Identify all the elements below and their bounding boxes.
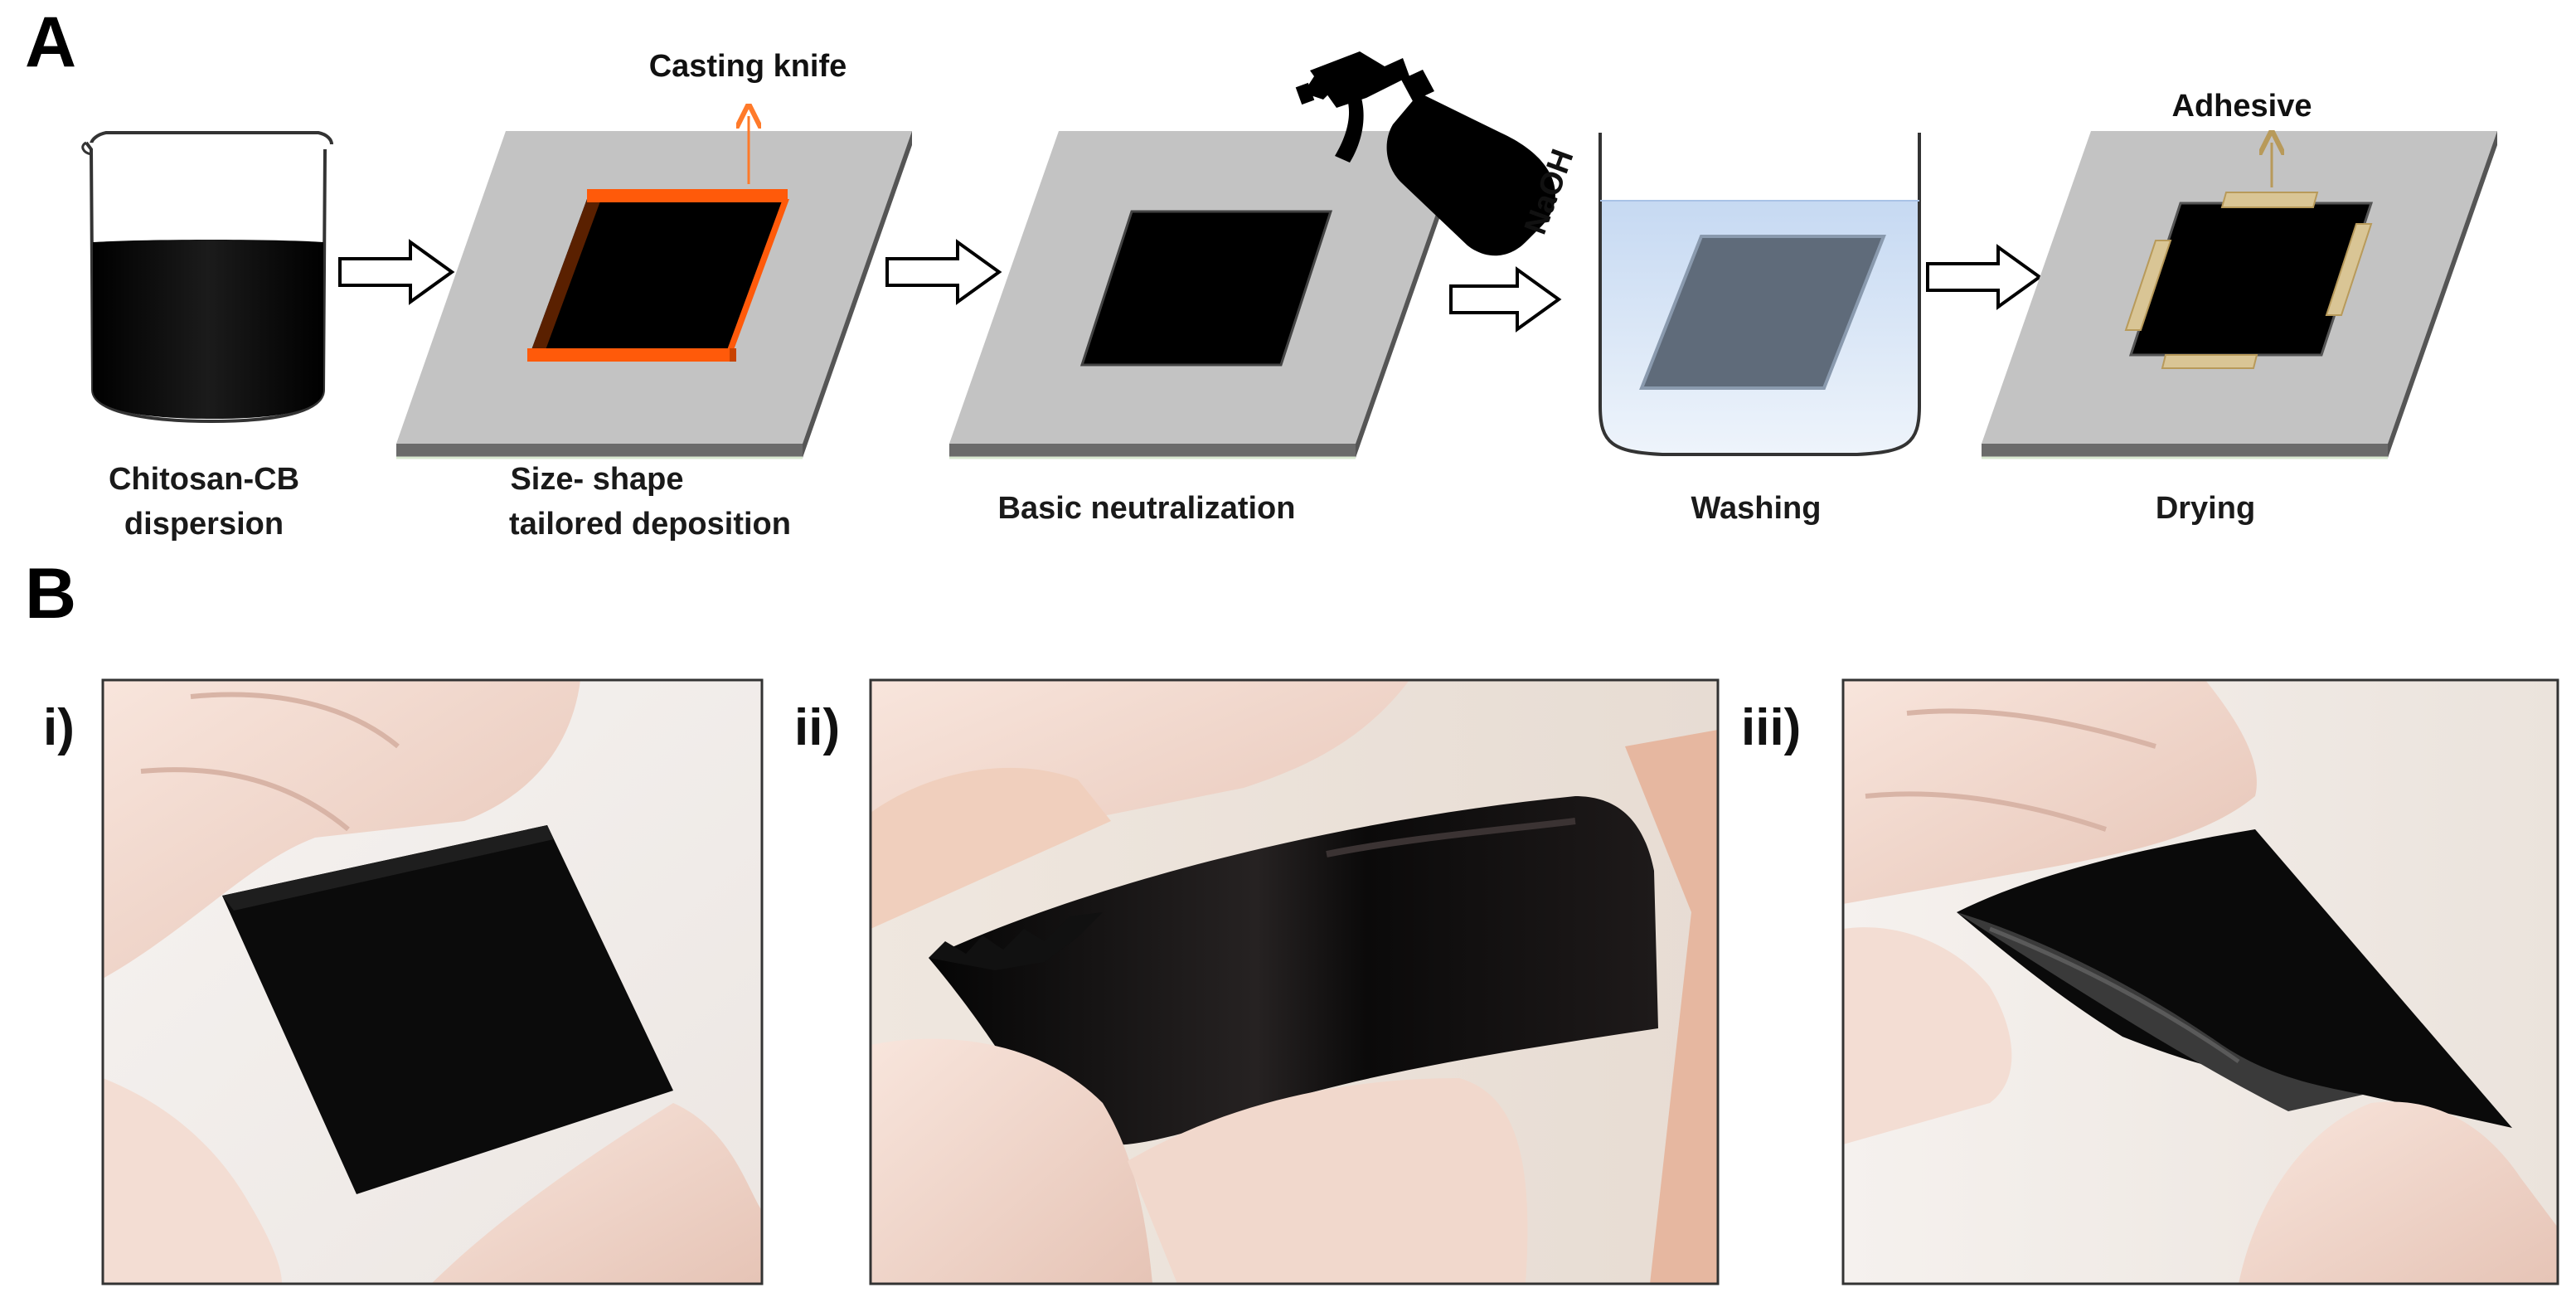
adhesive-tape — [2124, 192, 2373, 369]
casting-knife-callout: Casting knife — [649, 49, 847, 84]
casting-knife-frame — [527, 189, 789, 362]
photo-3 — [1841, 678, 2559, 1285]
panel-a-letter: A — [25, 2, 76, 82]
photo-2-label: ii) — [794, 699, 840, 756]
step-4-label: Washing — [1691, 491, 1822, 526]
beaker — [81, 131, 333, 424]
step-2-label-line-2: tailored deposition — [509, 507, 791, 542]
step-5-label: Drying — [2156, 491, 2255, 526]
step-1-label-line-1: Chitosan-CB — [109, 462, 299, 497]
photo-2 — [869, 678, 1720, 1285]
adhesive-callout: Adhesive — [2172, 89, 2312, 124]
panel-b-letter: B — [25, 554, 76, 634]
step-3-label: Basic neutralization — [998, 491, 1296, 526]
plate-drying — [1982, 131, 2497, 459]
flow-arrow-3 — [1449, 266, 1562, 333]
photo-1 — [101, 678, 764, 1285]
photo-1-label: i) — [43, 699, 75, 756]
plate-neutralization — [949, 131, 1465, 459]
spray-bottle-icon — [1295, 51, 1555, 256]
washing-bath — [1598, 133, 1921, 456]
flow-arrow-2 — [885, 239, 1002, 305]
flow-arrow-1 — [338, 239, 455, 305]
flow-arrow-4 — [1926, 244, 2043, 310]
step-1-label-line-2: dispersion — [124, 507, 284, 542]
photo-3-label: iii) — [1741, 699, 1801, 756]
step-2-label-line-1: Size- shape — [510, 462, 683, 497]
